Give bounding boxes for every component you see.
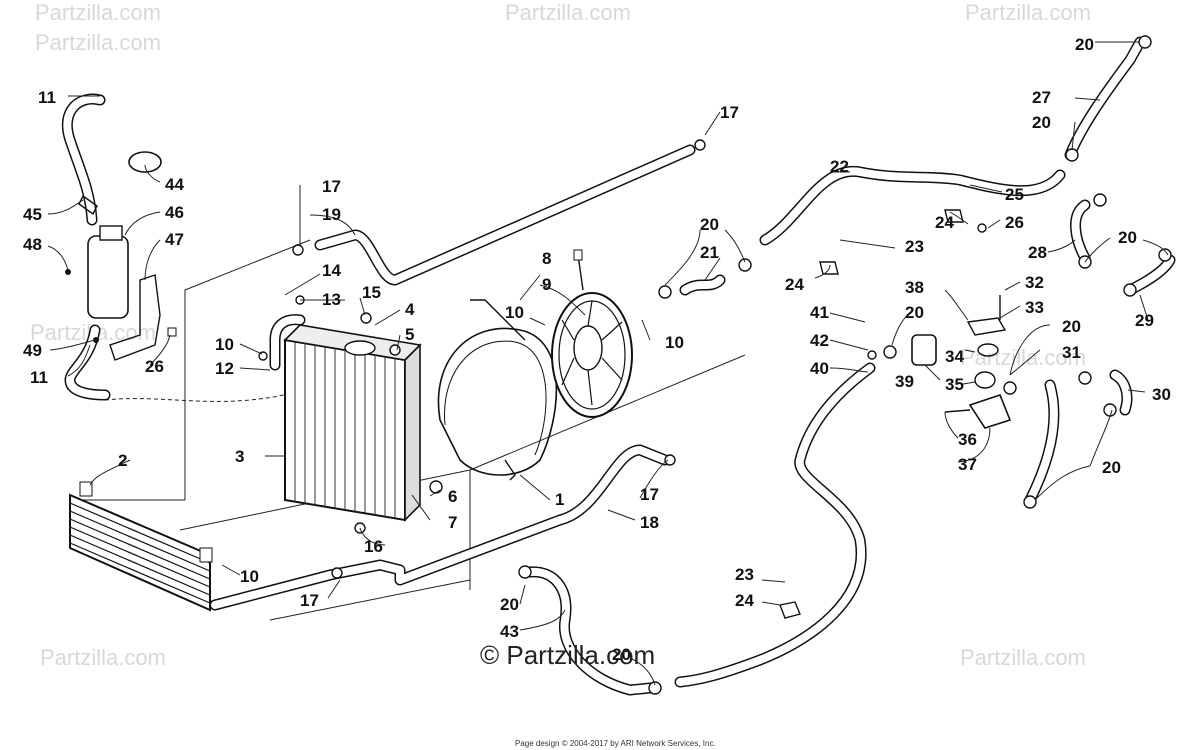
watermark: Partzilla.com (505, 0, 631, 25)
callout-38: 38 (905, 278, 924, 297)
callout-39: 39 (895, 372, 914, 391)
callout-20: 20 (612, 645, 631, 664)
callout-26: 26 (145, 357, 164, 376)
callout-37: 37 (958, 455, 977, 474)
callout-9: 9 (542, 275, 551, 294)
callout-8: 8 (542, 249, 551, 268)
callout-20: 20 (1075, 35, 1094, 54)
watermark: Partzilla.com (35, 0, 161, 25)
callout-20: 20 (1118, 228, 1137, 247)
callout-15: 15 (362, 283, 381, 302)
callout-17: 17 (300, 591, 319, 610)
callout-48: 48 (23, 235, 42, 254)
callout-17: 17 (640, 485, 659, 504)
callout-21: 21 (700, 243, 719, 262)
callout-27: 27 (1032, 88, 1051, 107)
callout-30: 30 (1152, 385, 1171, 404)
callout-10: 10 (215, 335, 234, 354)
fan-assembly (437, 249, 633, 481)
callout-20: 20 (1032, 113, 1051, 132)
callout-33: 33 (1025, 298, 1044, 317)
callouts: 11 44 45 46 47 48 49 26 11 2 3 17 19 14 … (23, 35, 1171, 664)
callout-7: 7 (448, 513, 457, 532)
callout-14: 14 (322, 261, 341, 280)
callout-12: 12 (215, 359, 234, 378)
watermark: Partzilla.com (960, 345, 1086, 370)
callout-35: 35 (945, 375, 964, 394)
callout-36: 36 (958, 430, 977, 449)
hose-clamps (258, 35, 1172, 695)
callout-18: 18 (640, 513, 659, 532)
callout-49: 49 (23, 341, 42, 360)
callout-31: 31 (1062, 343, 1081, 362)
callout-2: 2 (118, 451, 127, 470)
callout-10: 10 (505, 303, 524, 322)
callout-47: 47 (165, 230, 184, 249)
callout-6: 6 (448, 487, 457, 506)
callout-11: 11 (30, 368, 48, 387)
callout-13: 13 (322, 290, 341, 309)
callout-20: 20 (905, 303, 924, 322)
callout-20: 20 (1062, 317, 1081, 336)
callout-34: 34 (945, 347, 964, 366)
callout-20: 20 (500, 595, 519, 614)
callout-10: 10 (240, 567, 259, 586)
callout-41: 41 (810, 303, 829, 322)
callout-25: 25 (1005, 185, 1024, 204)
footer-copyright: Page design © 2004-2017 by ARI Network S… (515, 739, 716, 748)
watermark: Partzilla.com (40, 645, 166, 670)
callout-23: 23 (905, 237, 924, 256)
thermostat-assembly (911, 295, 1012, 429)
callout-16: 16 (364, 537, 383, 556)
callout-45: 45 (23, 205, 42, 224)
callout-10: 10 (665, 333, 684, 352)
callout-5: 5 (405, 325, 414, 344)
callout-11: 11 (38, 88, 56, 107)
callout-32: 32 (1025, 273, 1044, 292)
callout-17: 17 (322, 177, 341, 196)
callout-43: 43 (500, 622, 519, 641)
callout-46: 46 (165, 203, 184, 222)
callout-1: 1 (555, 490, 564, 509)
callout-24: 24 (935, 213, 954, 232)
callout-23: 23 (735, 565, 754, 584)
overflow-bottle (61, 93, 177, 401)
callout-19: 19 (322, 205, 341, 224)
radiator (269, 314, 422, 522)
callout-4: 4 (405, 300, 415, 319)
callout-29: 29 (1135, 311, 1154, 330)
callout-44: 44 (165, 175, 184, 194)
oil-cooler (69, 481, 213, 612)
watermark: Partzilla.com (35, 30, 161, 55)
coolant-hoses (209, 36, 1176, 696)
callout-28: 28 (1028, 243, 1047, 262)
leader-lines (47, 41, 1169, 686)
callout-17: 17 (720, 103, 739, 122)
watermark: Partzilla.com (960, 645, 1086, 670)
callout-24: 24 (735, 591, 754, 610)
callout-24: 24 (785, 275, 804, 294)
callout-22: 22 (830, 157, 849, 176)
callout-3: 3 (235, 447, 244, 466)
callout-42: 42 (810, 331, 829, 350)
callout-40: 40 (810, 359, 829, 378)
partzilla-watermark: © Partzilla.com (480, 640, 655, 670)
callout-26: 26 (1005, 213, 1024, 232)
watermark: Partzilla.com (965, 0, 1091, 25)
callout-20: 20 (700, 215, 719, 234)
callout-20: 20 (1102, 458, 1121, 477)
